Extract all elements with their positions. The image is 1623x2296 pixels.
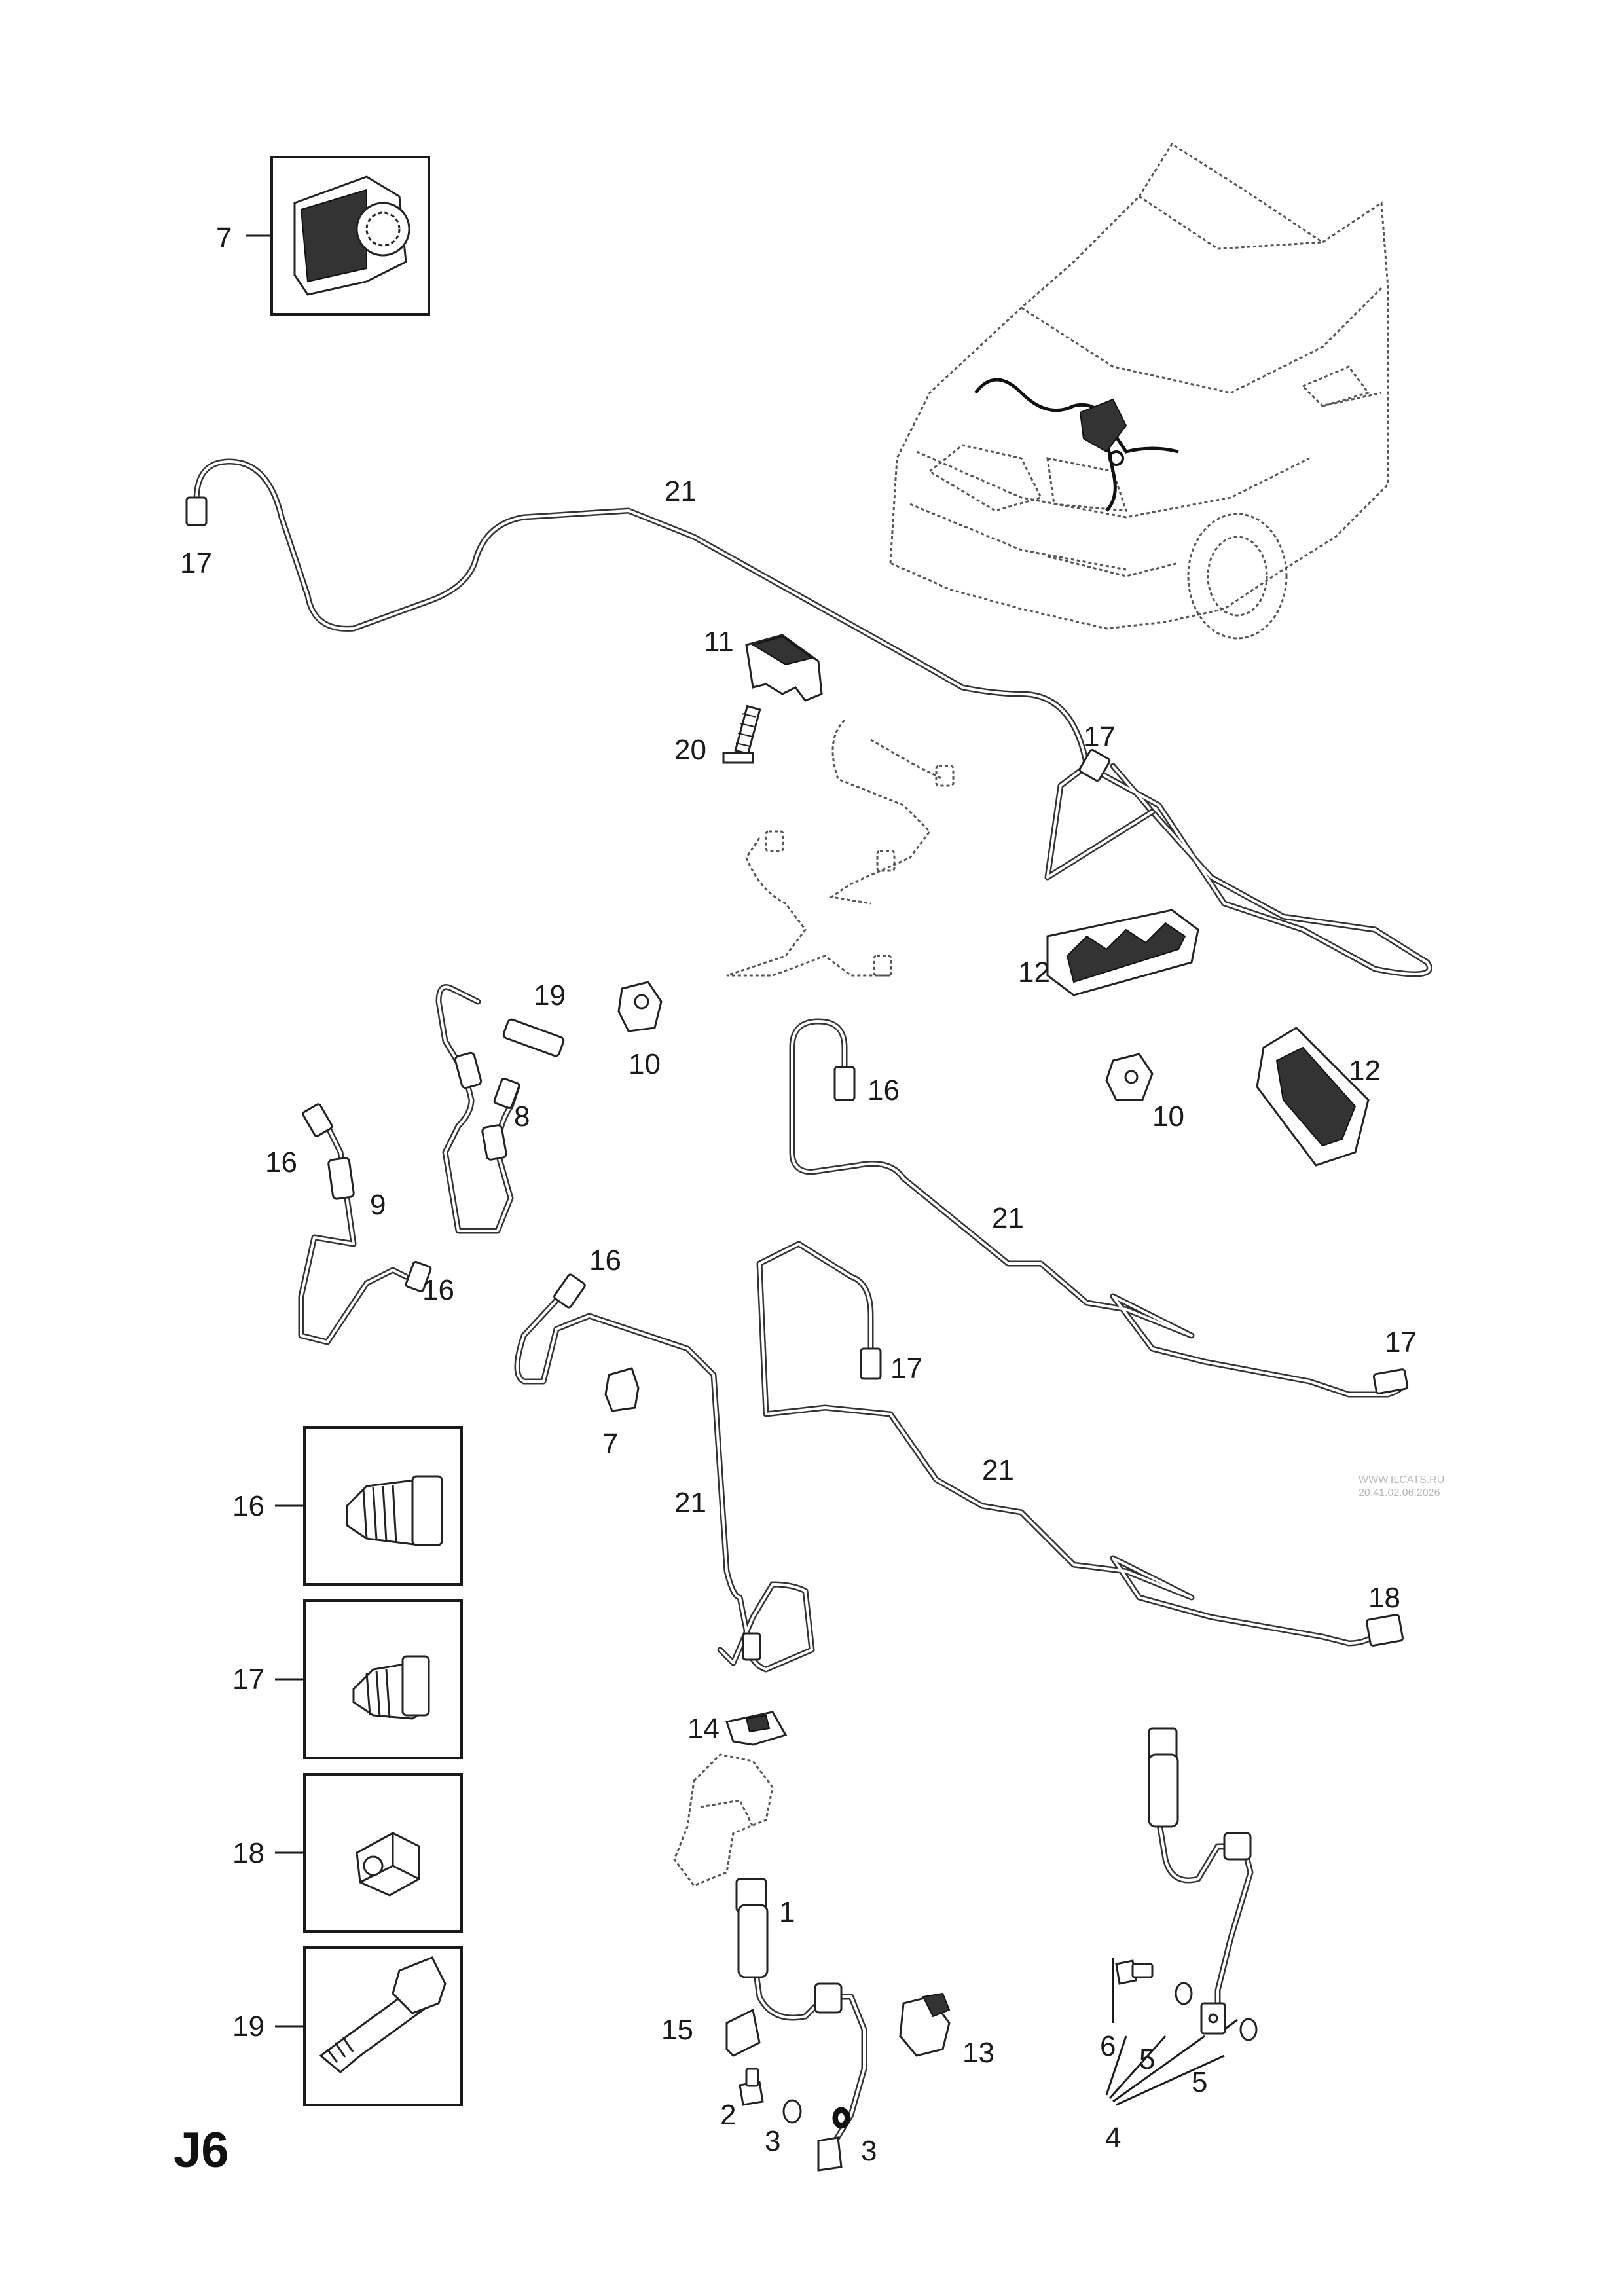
callout-9: 9	[370, 1189, 386, 1221]
callout-12-a: 12	[1018, 957, 1050, 989]
callout-14: 14	[687, 1713, 720, 1745]
callout-3-a: 3	[765, 2125, 780, 2157]
callout-19-inset: 19	[232, 2011, 264, 2043]
callout-8: 8	[514, 1101, 530, 1133]
callout-5-b: 5	[1192, 2066, 1207, 2098]
clip-strip-12b	[1256, 1027, 1370, 1167]
callout-7-inset: 7	[216, 222, 232, 254]
callout-17-lower: 17	[890, 1353, 922, 1385]
brake-pipe-21-middle	[789, 1018, 1406, 1398]
bolt-6	[1115, 1959, 1154, 1985]
hose-rear-right	[1148, 1727, 1254, 2035]
callout-21-mid: 21	[992, 1202, 1024, 1234]
vehicle-illustration	[889, 142, 1389, 640]
watermark-line-2: 20.41.02.06.2026	[1359, 1487, 1440, 1499]
brake-pipe-8	[435, 984, 520, 1234]
bracket-11	[745, 634, 823, 702]
callout-11: 11	[704, 626, 734, 658]
callout-6: 6	[1100, 2030, 1116, 2062]
callout-17-inset: 17	[232, 1664, 264, 1696]
inset-box-19	[275, 1946, 463, 2106]
clip-10b	[1105, 1053, 1154, 1101]
bracket-knuckle-dashed	[673, 1753, 774, 1887]
clip-10a	[617, 981, 663, 1032]
callout-21-top: 21	[665, 475, 697, 507]
bolt-20	[722, 704, 761, 764]
callout-10-b: 10	[1152, 1101, 1184, 1133]
inset-box-17	[275, 1599, 463, 1759]
callout-5-a: 5	[1139, 2043, 1155, 2075]
inset-box-7	[246, 156, 430, 316]
callout-16-left: 16	[265, 1146, 297, 1178]
callout-labels: 7 17 21 11 20 17 12 12 19 10 16 10 16 8 …	[180, 222, 1417, 2167]
bolt-2	[739, 2068, 764, 2106]
callout-21-lower-left: 21	[674, 1487, 706, 1519]
grommet-7-small	[604, 1367, 640, 1412]
clip-13	[899, 1992, 951, 2057]
clip-14	[725, 1711, 788, 1746]
hose-1	[735, 1878, 867, 2172]
callout-17-mid: 17	[1084, 721, 1116, 753]
inset-box-16	[275, 1426, 463, 1586]
callout-2: 2	[720, 2099, 736, 2131]
callout-16-inset: 16	[232, 1490, 264, 1522]
washers-3	[782, 2099, 850, 2129]
callout-16-center: 16	[589, 1245, 621, 1277]
callout-16-mid: 16	[867, 1074, 900, 1106]
leader-lines	[1105, 1958, 1238, 2106]
callout-13: 13	[962, 2037, 994, 2069]
washers-5	[1175, 1982, 1258, 2041]
callout-18-inset: 18	[232, 1837, 264, 1869]
watermark-line-1: WWW.ILCATS.RU	[1359, 1474, 1444, 1485]
fittings	[185, 496, 1409, 1661]
brake-pipe-9	[298, 1110, 409, 1345]
sensor-harness-dashed	[726, 719, 955, 977]
callout-19: 19	[534, 979, 566, 1011]
clip-15	[725, 2008, 761, 2057]
callout-3-b: 3	[861, 2135, 877, 2167]
callout-15: 15	[661, 2014, 693, 2046]
callout-17-right: 17	[1385, 1326, 1417, 1358]
callout-18: 18	[1368, 1582, 1400, 1614]
callout-10-a: 10	[629, 1048, 661, 1080]
callout-7-small: 7	[602, 1428, 618, 1460]
page-code: J6	[173, 2123, 229, 2178]
inset-box-18	[275, 1773, 463, 1933]
callout-17-top-left: 17	[180, 547, 212, 579]
callout-4: 4	[1105, 2122, 1121, 2154]
callout-21-lower-right: 21	[982, 1454, 1014, 1486]
brake-pipe-21-lower-right	[756, 1241, 1385, 1647]
clip-strip-12a	[1046, 909, 1199, 996]
brake-pipe-21-top	[193, 458, 1432, 977]
callout-1: 1	[779, 1896, 795, 1928]
callout-16-lower: 16	[422, 1274, 454, 1306]
brake-pipe-21-lower-left	[514, 1286, 815, 1673]
callout-12-b: 12	[1349, 1055, 1381, 1087]
callout-20: 20	[674, 734, 706, 766]
